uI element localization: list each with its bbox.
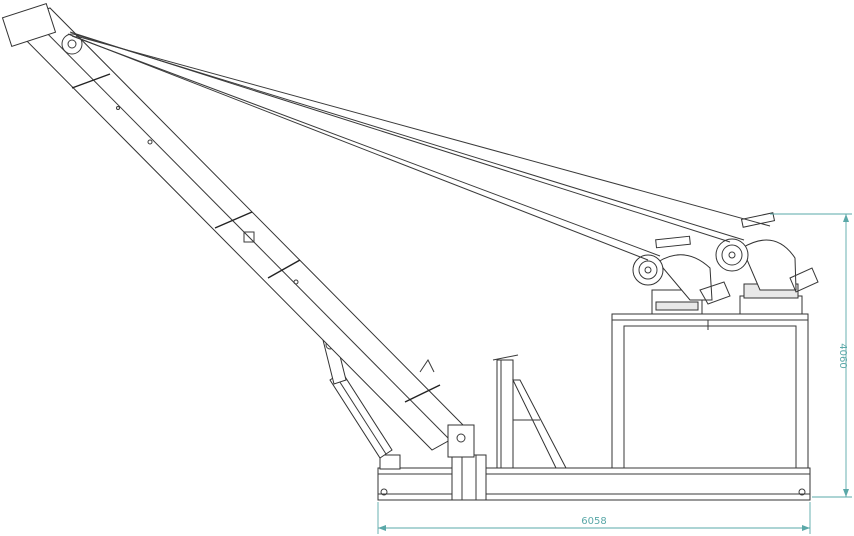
- height-dimension-label: 4060: [837, 343, 848, 368]
- base-length-dimension-label: 6058: [581, 516, 606, 527]
- base-length-dimension: 6058: [377, 502, 811, 534]
- a-frame-support: [492, 354, 567, 469]
- winch-right: [715, 212, 819, 315]
- hoist-cables: [67, 31, 771, 261]
- base-skid: [377, 454, 811, 501]
- crane-boom: [1, 2, 475, 458]
- winch-housing: [611, 313, 809, 469]
- winch-left: [632, 235, 731, 315]
- height-dimension: 4060: [770, 213, 852, 498]
